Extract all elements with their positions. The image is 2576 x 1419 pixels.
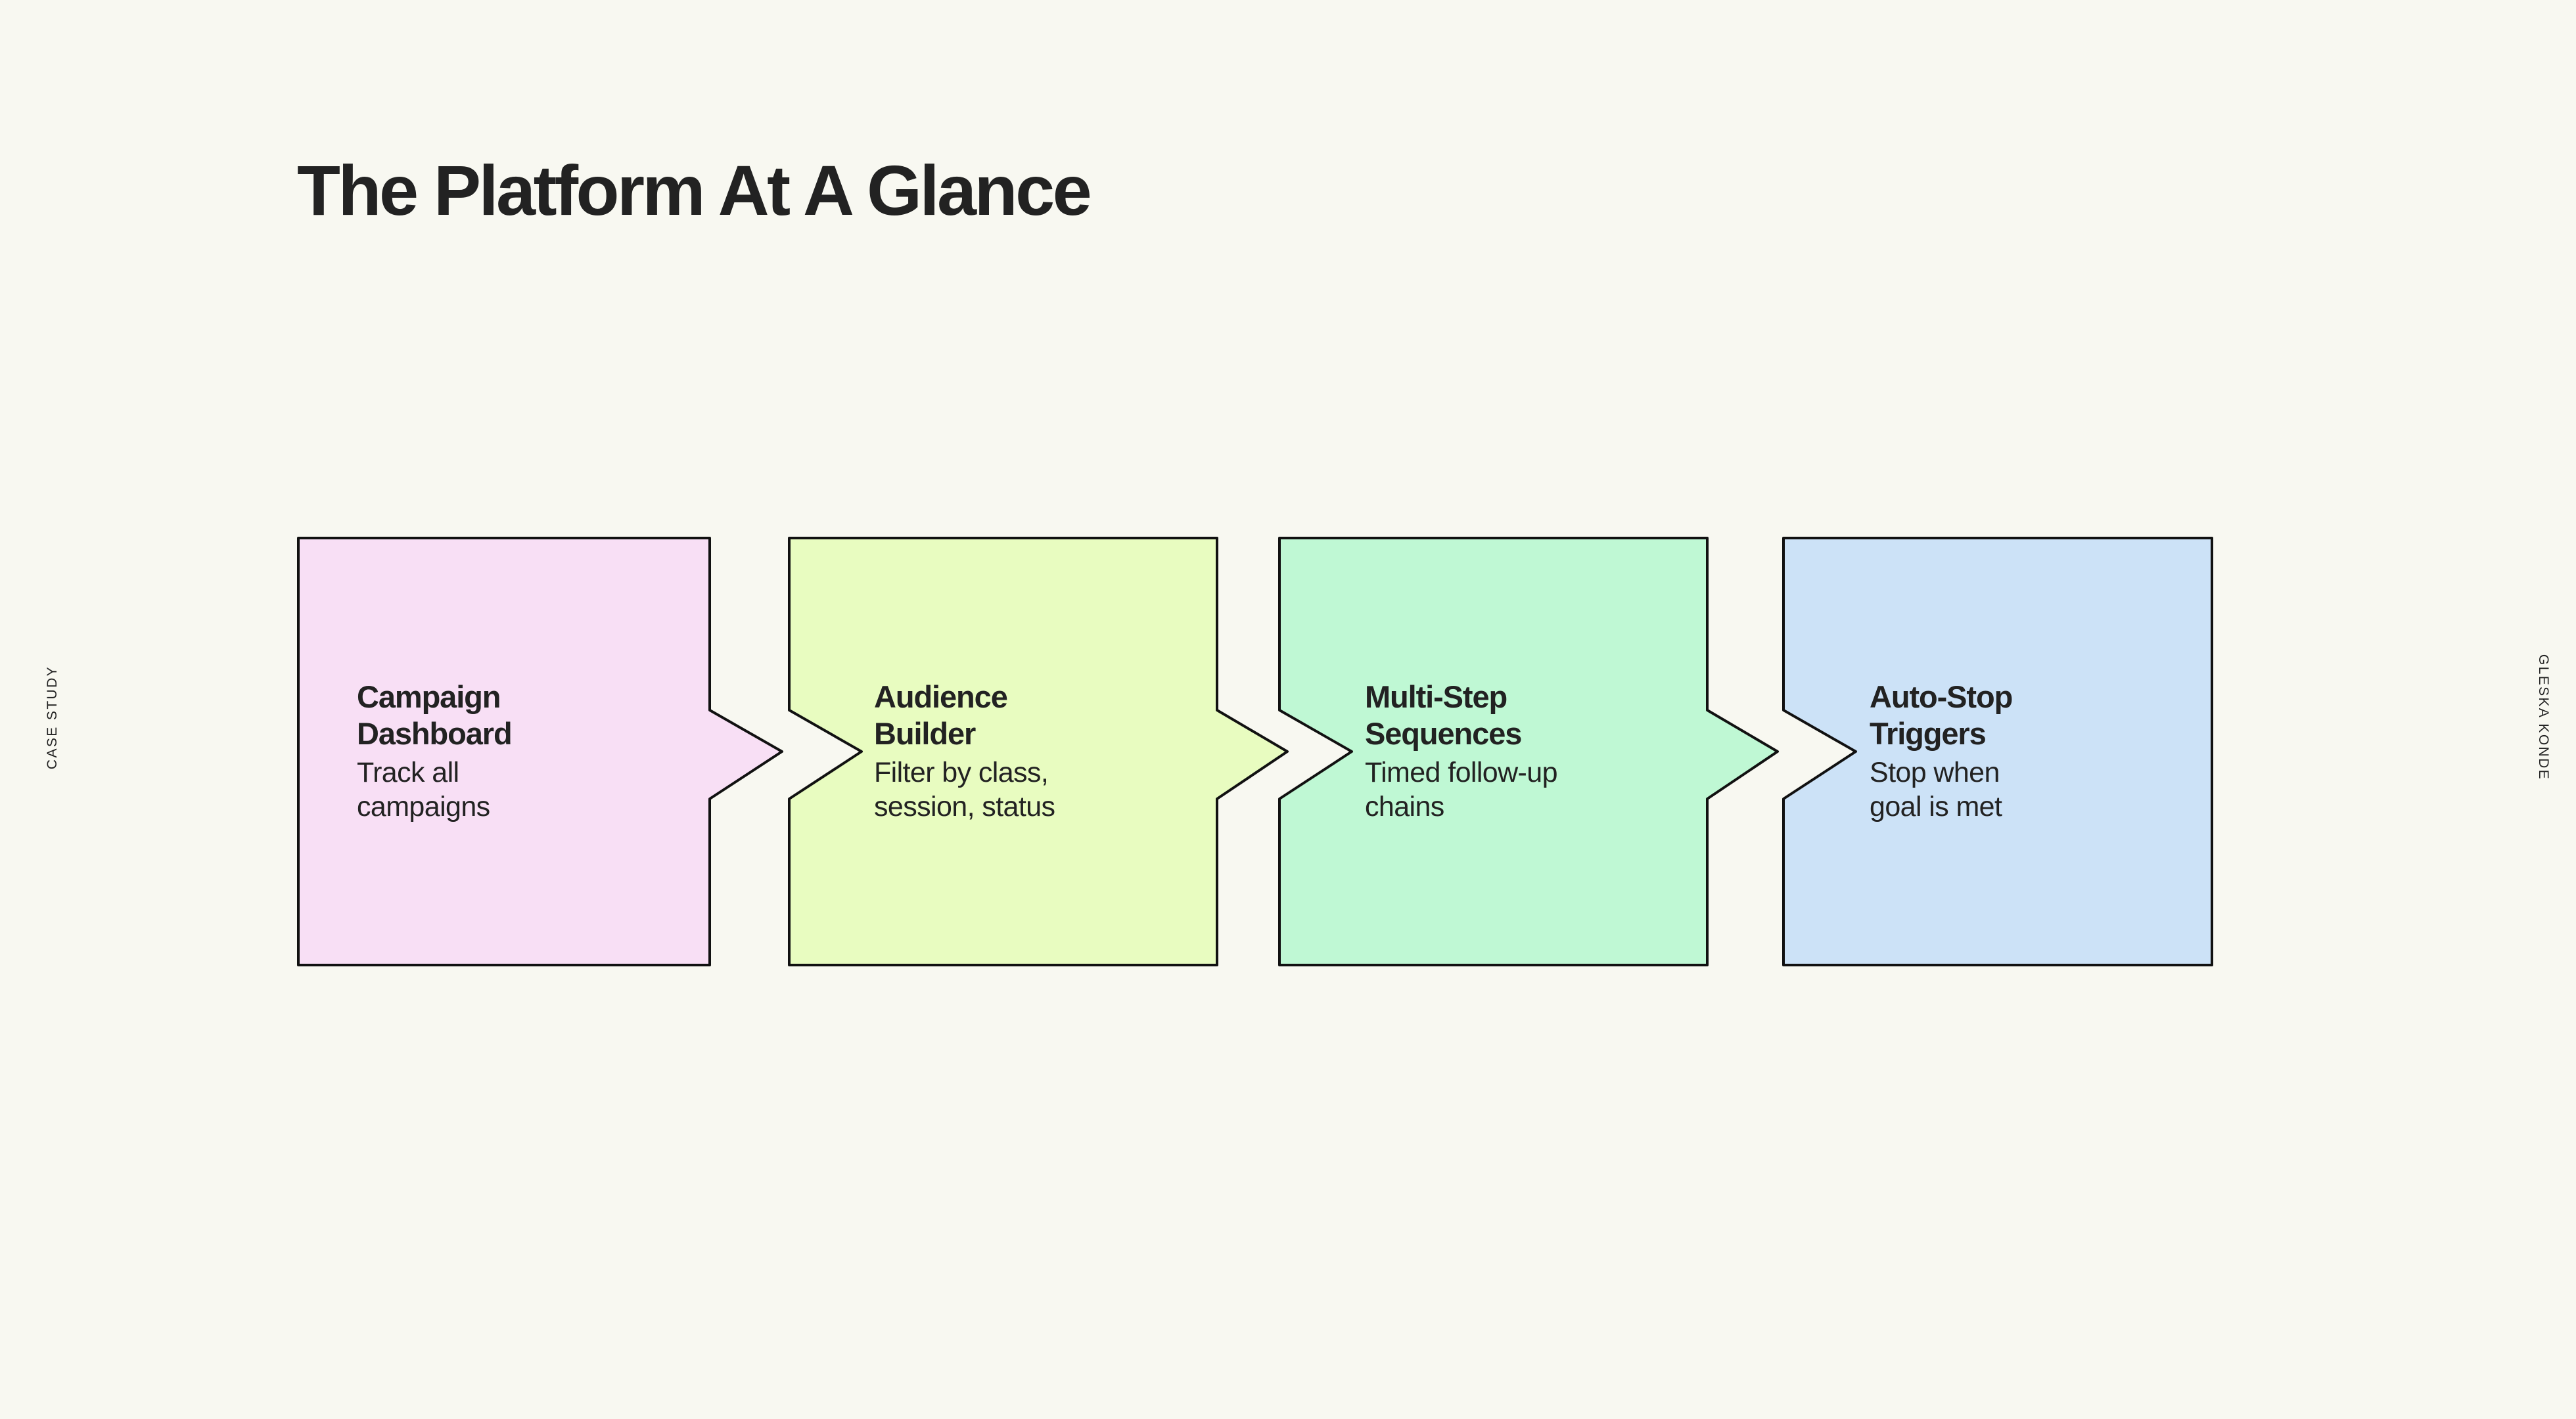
chevron-shape-1 [297,537,783,966]
chevron-shape-3 [1278,537,1779,966]
chevron-shape-2 [788,537,1289,966]
chevron-flow: Campaign Dashboard Track all campaigns A… [0,537,2576,977]
chevron-step-3[interactable] [1278,537,1779,966]
chevron-step-4[interactable] [1782,537,2213,966]
chevron-path-4 [1782,537,2213,966]
page-title: The Platform At A Glance [297,150,1092,230]
chevron-path-3 [1278,537,1779,966]
chevron-step-1[interactable] [297,537,783,966]
chevron-path-2 [788,537,1289,966]
chevron-path-1 [297,537,783,966]
chevron-shape-4 [1782,537,2213,966]
chevron-step-2[interactable] [788,537,1289,966]
